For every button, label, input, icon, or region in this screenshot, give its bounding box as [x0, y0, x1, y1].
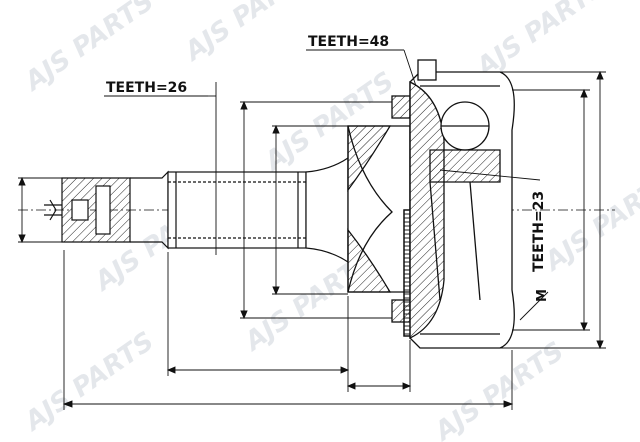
- watermark-logo: AJS PARTS: [428, 336, 569, 442]
- teeth-abs-ring-label: TEETH=23: [531, 191, 547, 272]
- dimension-lines: [18, 49, 606, 410]
- shaft-end: [44, 170, 169, 250]
- watermark-logo: AJS PARTS: [470, 0, 611, 84]
- teeth-shaft-spline-label: TEETH=26: [106, 80, 187, 96]
- watermark-logo: AJS PARTS: [18, 326, 159, 438]
- watermark-logo: AJS PARTS: [538, 166, 640, 278]
- splined-shaft: [167, 156, 349, 264]
- bell-housing: [347, 59, 515, 349]
- watermark-logo: AJS PARTS: [178, 0, 319, 68]
- teeth-outer-spline-label: TEETH=48: [308, 34, 389, 50]
- thread-mark-label: M: [535, 289, 550, 302]
